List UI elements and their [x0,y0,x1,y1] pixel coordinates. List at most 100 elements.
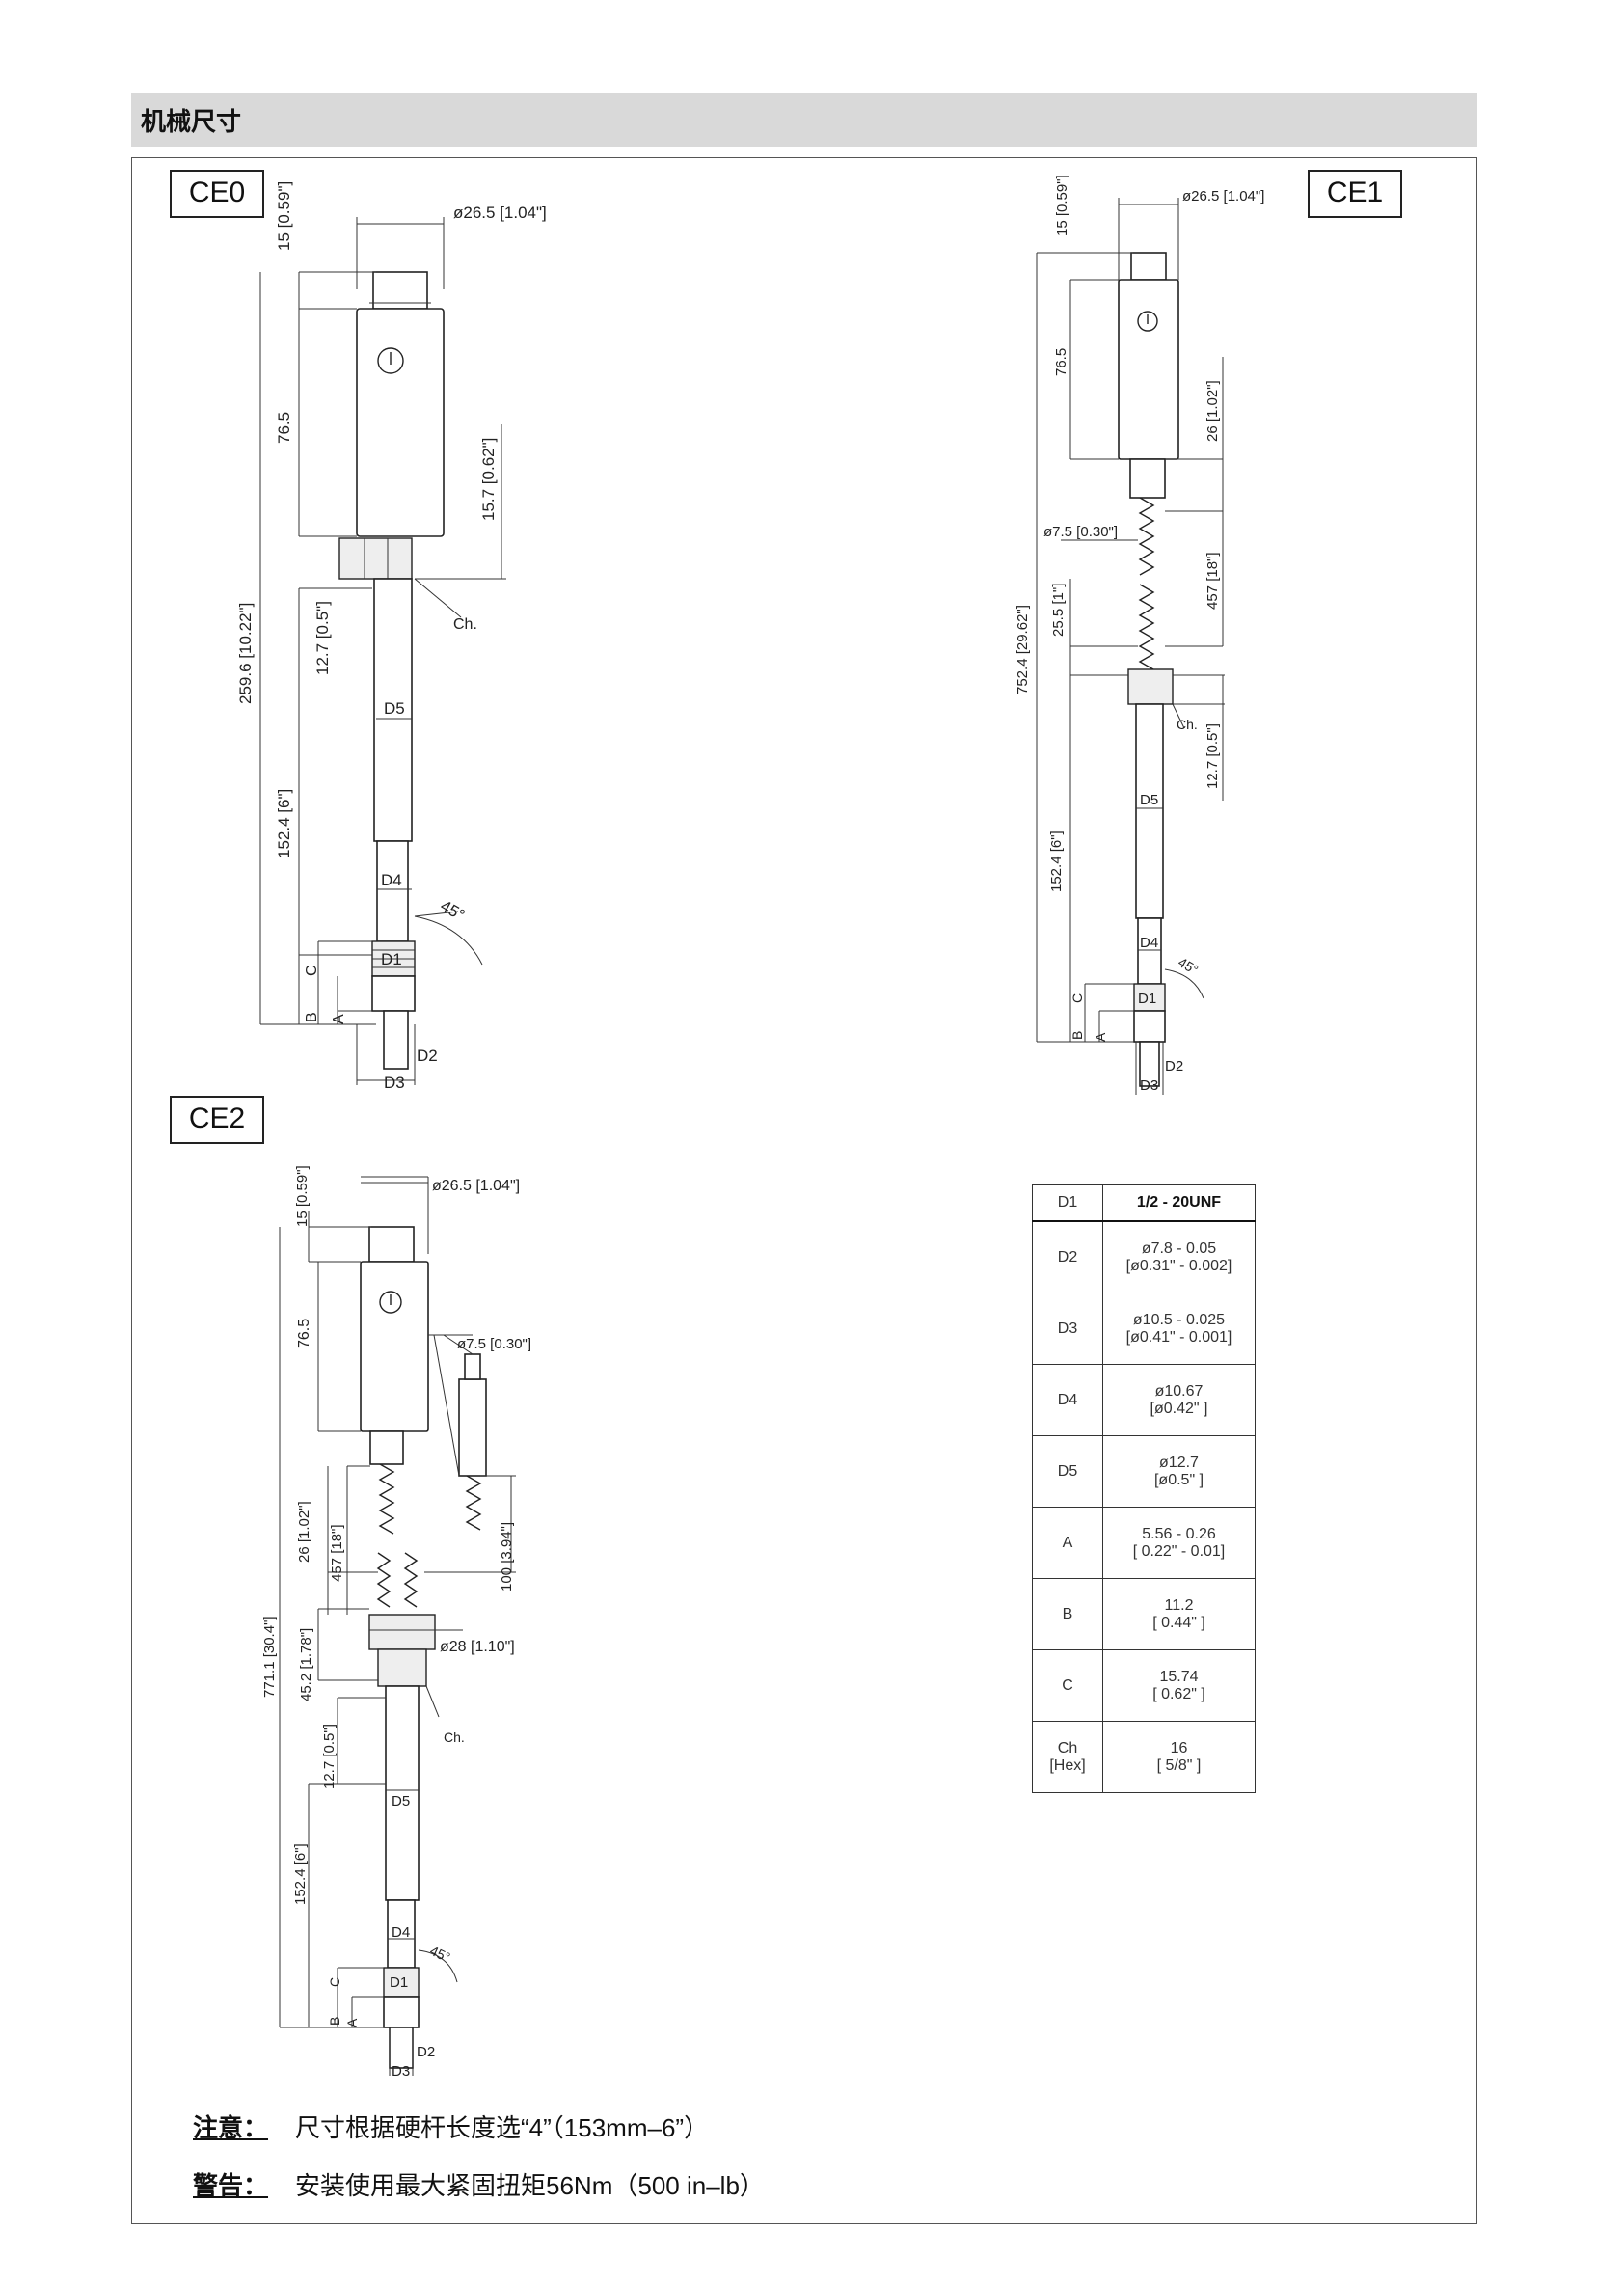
ce0-dim-12: 12.7 [0.5"] [313,601,332,675]
ce0-dim-body: 76.5 [275,412,293,444]
ce0-d5: D5 [384,699,405,718]
ce0-dim-total: 259.6 [10.22"] [236,603,255,704]
ce1-stem [1135,703,1164,919]
ce1-ch: Ch. [1177,717,1198,732]
spec-key: D4 [1032,1364,1103,1436]
ce2-connector [458,1378,487,1477]
spec-key: D5 [1032,1435,1103,1508]
spec-value: ø10.67[ø0.42" ] [1102,1364,1256,1436]
ce0-seal [371,975,416,1012]
ce0-tip [383,1010,409,1070]
ce0-drawing [259,217,506,1085]
spec-key: A [1032,1507,1103,1579]
ce1-dim-top: 15 [0.59"] [1054,175,1070,236]
ce2-strain-relief [369,1430,404,1465]
ce2-dim-total: 771.1 [30.4"] [261,1616,278,1698]
ce0-d4: D4 [381,871,402,889]
ce2-union [368,1614,436,1650]
table-row: B 11.2[ 0.44" ] [1032,1578,1256,1650]
ce0-dim-top: 15 [0.59"] [275,181,293,251]
ce2-dim-100: 100 [3.94"] [499,1522,515,1592]
ce2-d4 [387,1899,416,1969]
ce2-dim-12: 12.7 [0.5"] [321,1724,338,1789]
ce1-strain-relief [1129,458,1166,499]
ce2-housing [360,1261,429,1432]
ce1-dim-dia: ø26.5 [1.04"] [1182,188,1264,204]
ce1-d5: D5 [1140,792,1158,808]
table-row: A 5.56 - 0.26[ 0.22" - 0.01] [1032,1507,1256,1579]
ce0-ch: Ch. [453,616,477,633]
ce2-d2: D2 [417,2044,435,2060]
ce2-drawing [279,1176,516,2076]
spec-value: 11.2[ 0.44" ] [1102,1578,1256,1650]
table-row: D2 ø7.8 - 0.05[ø0.31" - 0.002] [1032,1220,1256,1293]
section-title: 机械尺寸 [141,107,242,136]
ce0-dim-152: 152.4 [6"] [275,789,293,858]
spec-key: B [1032,1578,1103,1650]
ce1-dim-total: 752.4 [29.62"] [1015,605,1031,694]
ce2-a: A [344,2018,360,2027]
spec-key: Ch[Hex] [1032,1721,1103,1793]
ce1-seal [1133,1010,1166,1043]
warning-line: 警告：安装使用最大紧固扭矩56Nm（500 in–lb） [193,2166,765,2202]
ce2-cap [368,1226,415,1263]
spec-value: 16[ 5/8" ] [1102,1721,1256,1793]
ce1-b: B [1069,1031,1085,1040]
ce1-cap [1130,252,1167,281]
ce0-dimension-labels: 15 [0.59"] ø26.5 [1.04"] 76.5 15.7 [0.62… [236,181,547,1092]
spec-value: ø12.7[ø0.5" ] [1102,1435,1256,1508]
ce0-stem [373,578,413,842]
ce1-housing [1118,279,1179,460]
ce1-d4: D4 [1140,935,1158,951]
spec-key: C [1032,1649,1103,1722]
table-row: D3 ø10.5 - 0.025[ø0.41" - 0.001] [1032,1293,1256,1365]
ce2-dim-body: 76.5 [296,1319,312,1348]
ce0-a: A [331,1014,347,1024]
ce2-d1 [383,1967,420,1998]
ce0-logo [377,347,404,374]
ce0-dim-dia: ø26.5 [1.04"] [453,204,547,222]
spec-header-value: 1/2 - 20UNF [1102,1184,1256,1222]
ce0-d1: D1 [381,950,402,968]
spec-value: 15.74[ 0.62" ] [1102,1649,1256,1722]
ce0-d4 [376,840,409,942]
ce2-dim-top: 15 [0.59"] [294,1165,311,1227]
ce2-d5: D5 [392,1793,410,1810]
spec-value: ø7.8 - 0.05[ø0.31" - 0.002] [1102,1220,1256,1293]
spec-value: 5.56 - 0.26[ 0.22" - 0.01] [1102,1507,1256,1579]
spec-key: D3 [1032,1293,1103,1365]
section-header: 机械尺寸 [131,93,1477,147]
ce1-nut [1127,668,1174,705]
ce0-d2: D2 [417,1047,438,1065]
ce2-seal [383,1996,420,2028]
ce2-dim-152: 152.4 [6"] [292,1843,309,1905]
ce0-c: C [304,965,320,976]
ce1-dim-25: 25.5 [1"] [1050,584,1067,637]
warning-label: 警告： [193,2171,269,2200]
note-label: 注意： [193,2113,269,2142]
spec-header-key: D1 [1032,1184,1103,1222]
table-row: D5 ø12.7[ø0.5" ] [1032,1435,1256,1508]
ce2-tip [389,2027,414,2069]
spec-table: D1 1/2 - 20UNF D2 ø7.8 - 0.05[ø0.31" - 0… [1032,1184,1256,1793]
ce2-d1: D1 [390,1974,408,1991]
table-row: D4 ø10.67[ø0.42" ] [1032,1364,1256,1436]
ce2-b: B [327,2017,342,2026]
ce1-drawing [1036,198,1225,1095]
ce2-ch: Ch. [444,1729,465,1745]
table-row: Ch[Hex] 16[ 5/8" ] [1032,1721,1256,1793]
ce1-d1: D1 [1138,991,1156,1007]
ce2-c: C [327,1977,342,1987]
ce1-dim-152: 152.4 [6"] [1048,830,1065,892]
label-ce1: CE1 [1308,170,1402,218]
ce1-logo [1137,311,1158,332]
ce1-angle: 45° [1176,954,1201,977]
ce0-d3: D3 [384,1074,405,1092]
ce0-b: B [304,1012,320,1022]
spec-table-header: D1 1/2 - 20UNF [1032,1184,1256,1222]
ce1-tip [1139,1041,1160,1087]
ce1-dim-457: 457 [18"] [1204,552,1221,610]
ce2-dim-26: 26 [1.02"] [296,1501,312,1563]
label-ce0: CE0 [170,170,264,218]
